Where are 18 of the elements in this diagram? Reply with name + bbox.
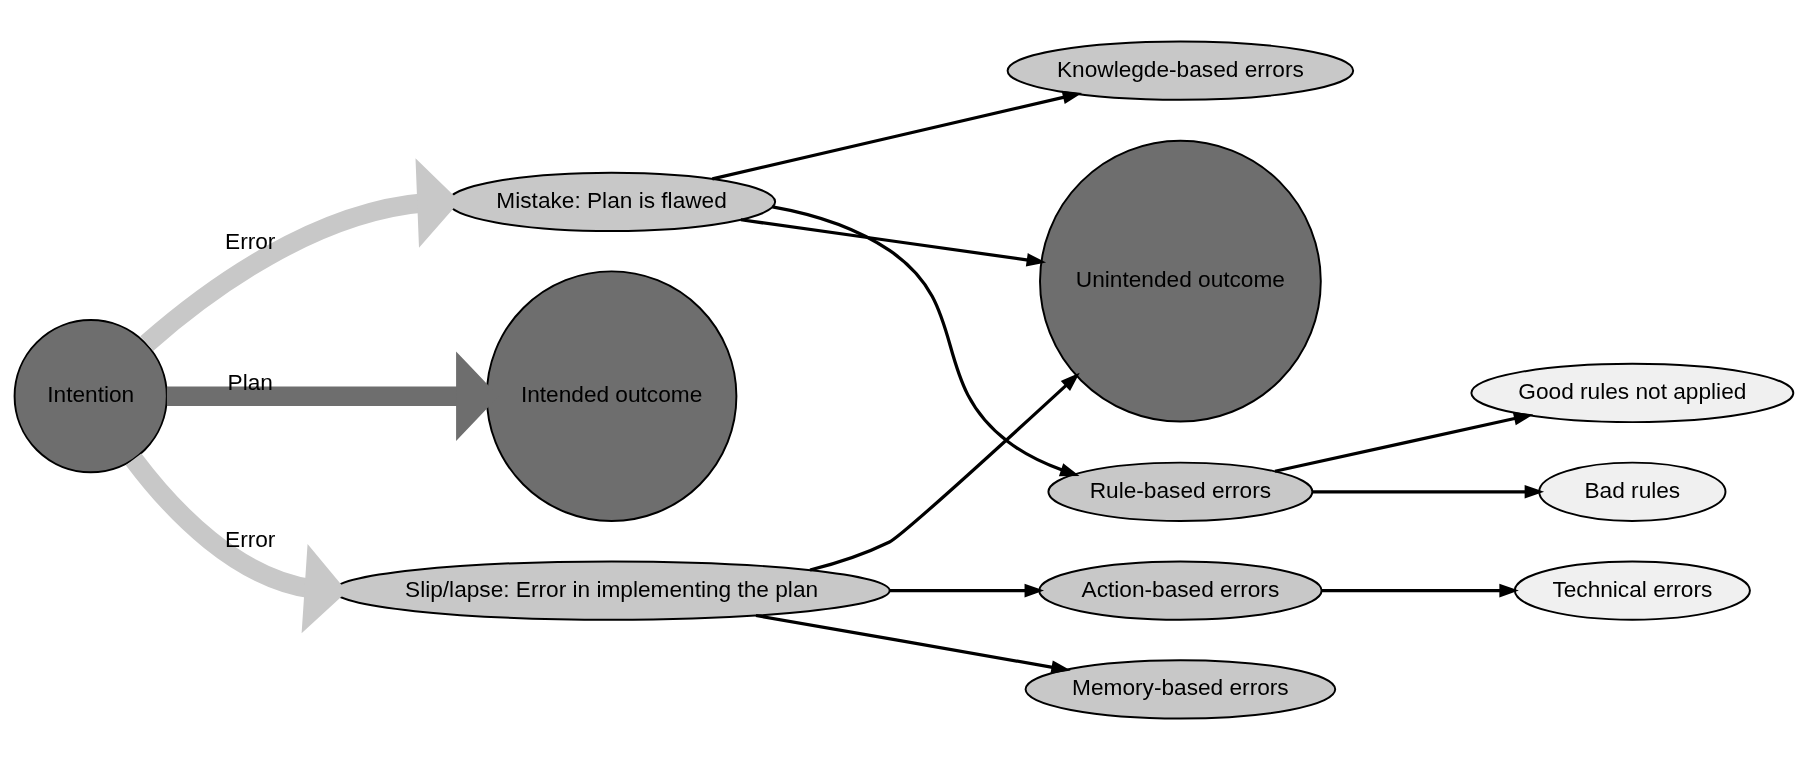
arrow: [1312, 484, 1545, 499]
arrow: [755, 613, 1071, 674]
node-circle: Unintended outcome: [1039, 139, 1322, 423]
node-ellipse: Bad rules: [1538, 461, 1727, 522]
arrow: [889, 583, 1045, 598]
arrow: [740, 218, 1047, 267]
arrow: [772, 205, 1080, 477]
node-ellipse: Action-based errors: [1038, 560, 1323, 621]
edge-label: Error: [225, 526, 276, 553]
node-circle: Intention: [13, 319, 168, 474]
arrow: [1274, 411, 1534, 473]
arrow: [809, 372, 1080, 572]
node-circle: Intended outcome: [485, 270, 738, 522]
node-ellipse: Technical errors: [1513, 560, 1751, 621]
node-ellipse: Knowlegde-based errors: [1006, 40, 1355, 101]
arrow: [1321, 583, 1519, 598]
edge-label: Error: [225, 228, 276, 255]
arrow: [712, 90, 1083, 181]
